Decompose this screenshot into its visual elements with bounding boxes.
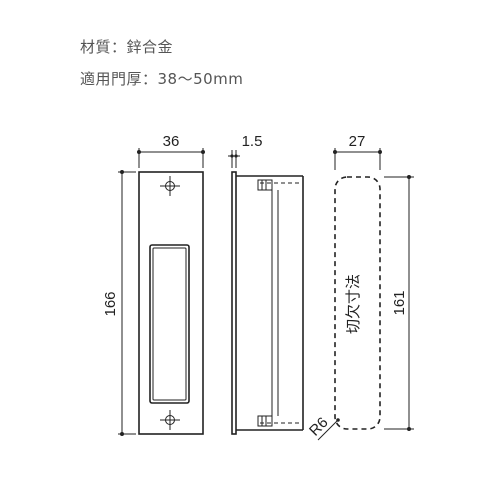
cutout-height-dimension: 161	[384, 175, 414, 431]
bottom-boss	[257, 415, 273, 427]
cutout-label: 切欠寸法	[345, 274, 362, 334]
cutout-width-label: 27	[349, 133, 366, 150]
cutout-height-label: 161	[391, 290, 408, 315]
cutout-outline	[334, 176, 381, 430]
side-thickness-dimension: 1.5	[228, 133, 262, 168]
side-view	[231, 171, 304, 435]
bottom-screw-icon	[160, 410, 180, 430]
front-width-dimension: 36	[137, 133, 205, 168]
cutout-view: 切欠寸法	[334, 176, 381, 430]
front-height-label: 166	[102, 291, 119, 316]
front-height-dimension: 166	[102, 170, 136, 436]
side-thickness-label: 1.5	[242, 133, 263, 150]
finger-recess	[149, 244, 190, 404]
corner-radius-label: R6	[306, 414, 332, 440]
front-view	[138, 171, 204, 435]
door-thickness-spec: 適用門厚：38～50mm	[80, 70, 244, 88]
top-boss	[257, 179, 273, 191]
material-spec: 材質：鋅合金	[80, 38, 174, 56]
side-flange	[231, 171, 237, 435]
front-plate-outline	[138, 171, 204, 435]
front-width-label: 36	[163, 133, 180, 150]
cutout-width-dimension: 27	[333, 133, 382, 170]
finger-recess-inner	[152, 247, 187, 401]
top-screw-icon	[160, 176, 180, 196]
